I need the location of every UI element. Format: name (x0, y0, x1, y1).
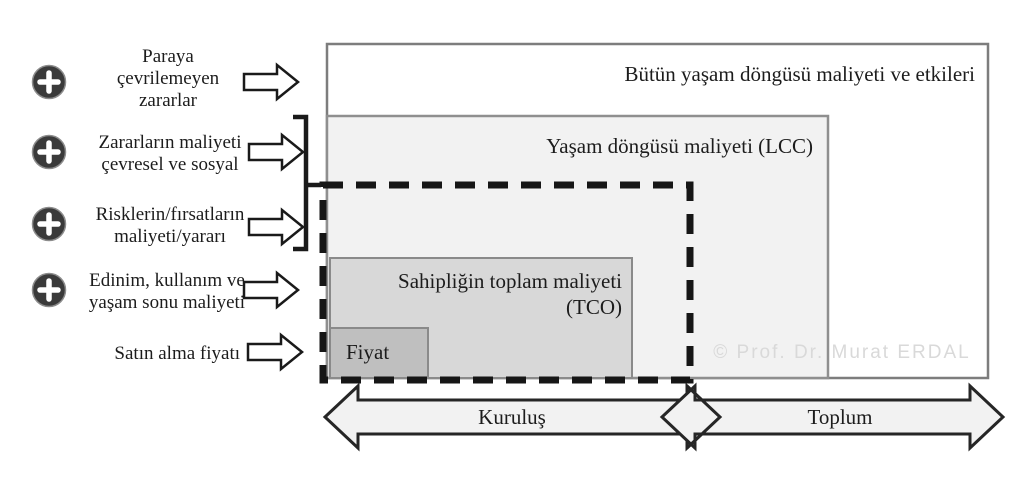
left-item-label: Edinim, kullanım ve (89, 270, 245, 291)
plus-icon-glyph (37, 70, 61, 94)
right-arrow-icon (247, 207, 305, 247)
left-item-label: Satın alma fiyatı (114, 343, 240, 364)
plus-icon-glyph (37, 140, 61, 164)
price-box (329, 327, 429, 379)
left-item-label: zararlar (139, 90, 198, 111)
left-item-externalities: Zararların maliyeti çevresel ve sosyal (31, 132, 305, 175)
right-arrow-icon (247, 132, 305, 172)
left-item-label: yaşam sonu maliyeti (89, 292, 245, 313)
left-item-label: çevrilemeyen (117, 68, 220, 89)
arrowhead-cross-overlay (685, 384, 723, 450)
whole-life-cycle-box-label: Bütün yaşam döngüsü maliyeti ve etkileri (624, 62, 975, 86)
price-box-label: Fiyat (346, 340, 389, 364)
left-item-label: Risklerin/fırsatların (96, 204, 245, 225)
right-arrow-icon (242, 270, 300, 310)
tco-box-label-line1: Sahipliğin toplam maliyeti (398, 269, 622, 293)
left-item-non-monetary: Paraya çevrilemeyen zararlar (31, 46, 300, 111)
plus-icon-glyph (37, 212, 61, 236)
tco-box-label-line2: (TCO) (566, 295, 622, 319)
organization-axis-label: Kuruluş (478, 405, 546, 429)
left-item-label: Zararların maliyeti (99, 132, 242, 153)
society-axis-label: Toplum (807, 405, 872, 429)
right-arrow-icon (246, 332, 304, 372)
left-item-label: Paraya (142, 46, 194, 67)
left-item-purchase-price: Satın alma fiyatı (114, 332, 304, 372)
watermark-text: © Prof. Dr. Murat ERDAL (713, 342, 970, 363)
left-item-risks: Risklerin/fırsatların maliyeti/yararı (31, 204, 305, 247)
left-item-label: maliyeti/yararı (114, 226, 226, 247)
plus-icon-glyph (37, 278, 61, 302)
bracket (293, 114, 321, 252)
left-item-acquisition: Edinim, kullanım ve yaşam sonu maliyeti (31, 270, 300, 313)
lcc-box-label: Yaşam döngüsü maliyeti (LCC) (546, 134, 813, 158)
dashed-boundary (319, 181, 694, 384)
right-arrow-icon (242, 62, 300, 102)
left-item-label: çevresel ve sosyal (101, 154, 238, 175)
